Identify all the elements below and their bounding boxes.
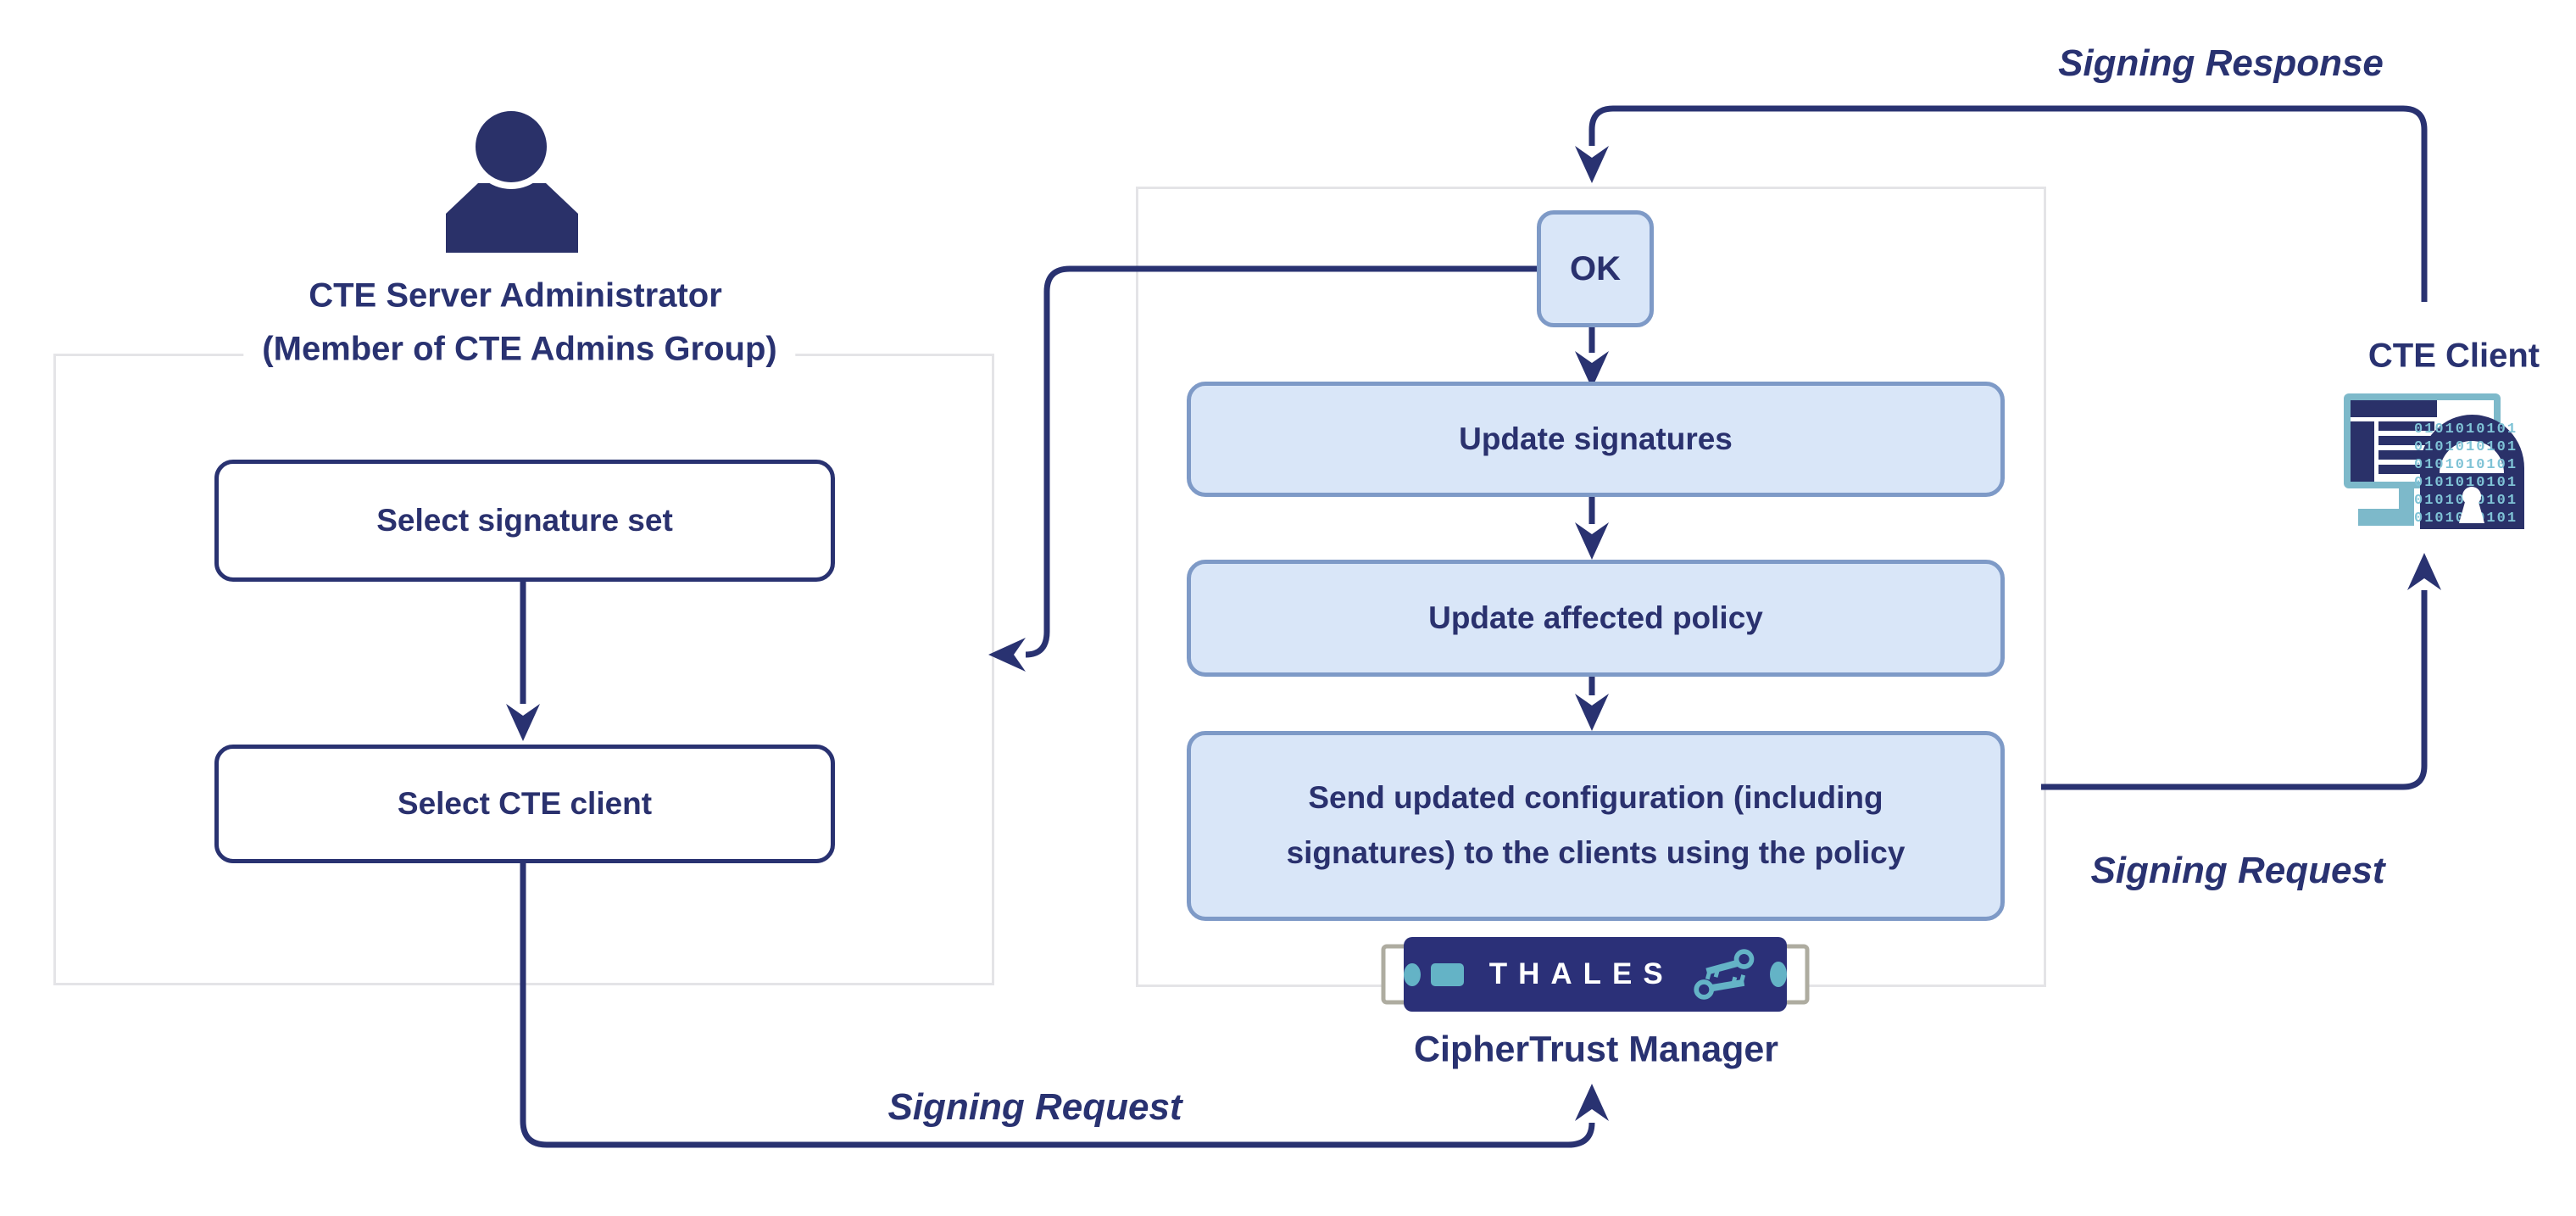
admin-swimlane-box	[53, 354, 994, 985]
cte-client-title: CTE Client	[2367, 337, 2540, 375]
thales-logo: THALES	[1488, 957, 1674, 990]
keys-icon	[1694, 949, 1755, 1000]
drive-bay-icon	[1430, 962, 1464, 986]
node-label: Update signatures	[1459, 421, 1733, 456]
node-label: OK	[1570, 250, 1621, 287]
person-icon	[446, 104, 578, 253]
led-dot-icon	[1770, 962, 1787, 987]
edge-label-signing-response: Signing Response	[2058, 42, 2384, 84]
ciphertrust-manager-title: CipherTrust Manager	[1413, 1029, 1779, 1070]
node-send-configuration: Send updated configuration (including si…	[1187, 731, 2005, 921]
node-label-line1: Send updated configuration (including	[1308, 780, 1883, 816]
node-label: Update affected policy	[1428, 600, 1763, 635]
led-dot-icon	[1404, 962, 1421, 986]
node-ok: OK	[1537, 210, 1654, 327]
arrowhead-up-manager	[1575, 1084, 1609, 1121]
binary-pattern: 0101010101 0101010101 0101010101 0101010…	[2414, 421, 2518, 526]
admin-title-line2: (Member of CTE Admins Group)	[243, 330, 796, 369]
admin-title-line1: CTE Server Administrator	[309, 276, 722, 315]
node-label: Select CTE client	[397, 785, 653, 821]
node-update-signatures: Update signatures	[1187, 382, 2005, 497]
arrow-signing-request-right	[2041, 590, 2428, 790]
arrowhead-up-client	[2407, 553, 2441, 590]
thales-appliance: THALES	[1404, 937, 1787, 1012]
node-label-line2: signatures) to the clients using the pol…	[1286, 835, 1906, 870]
node-select-cte-client: Select CTE client	[214, 745, 835, 863]
node-update-affected-policy: Update affected policy	[1187, 560, 2005, 677]
edge-label-signing-request-right: Signing Request	[2090, 850, 2385, 891]
node-label: Select signature set	[376, 502, 673, 538]
edge-label-signing-request-bottom: Signing Request	[887, 1086, 1182, 1128]
node-select-signature-set: Select signature set	[214, 460, 835, 582]
arrowhead-down-response	[1575, 146, 1609, 183]
